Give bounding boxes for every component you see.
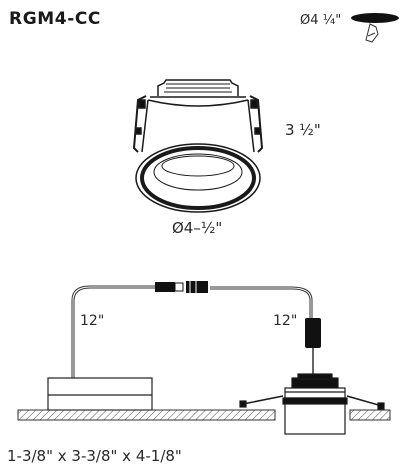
ceiling-section (17, 409, 391, 421)
height-dimension-label: 3 ½" (285, 121, 321, 139)
cutout-hole-icon (351, 13, 399, 43)
junction-box (47, 377, 153, 411)
installed-fixture-drawing (239, 373, 385, 435)
cable-connector (155, 281, 208, 293)
cable-length-left-label: 12" (80, 313, 105, 329)
outer-diameter-label: Ø4–½" (172, 219, 223, 237)
cable-length-right-label: 12" (273, 313, 298, 329)
driver-module (305, 318, 321, 378)
downlight-fixture-drawing (132, 79, 264, 213)
power-cable (71, 285, 313, 378)
junction-box-dimensions-label: 1-3/8" x 3-3/8" x 4-1/8" (7, 447, 182, 465)
product-model-title: RGM4-CC (9, 9, 101, 29)
cutout-diameter-label: Ø4 ¼" (300, 13, 342, 28)
